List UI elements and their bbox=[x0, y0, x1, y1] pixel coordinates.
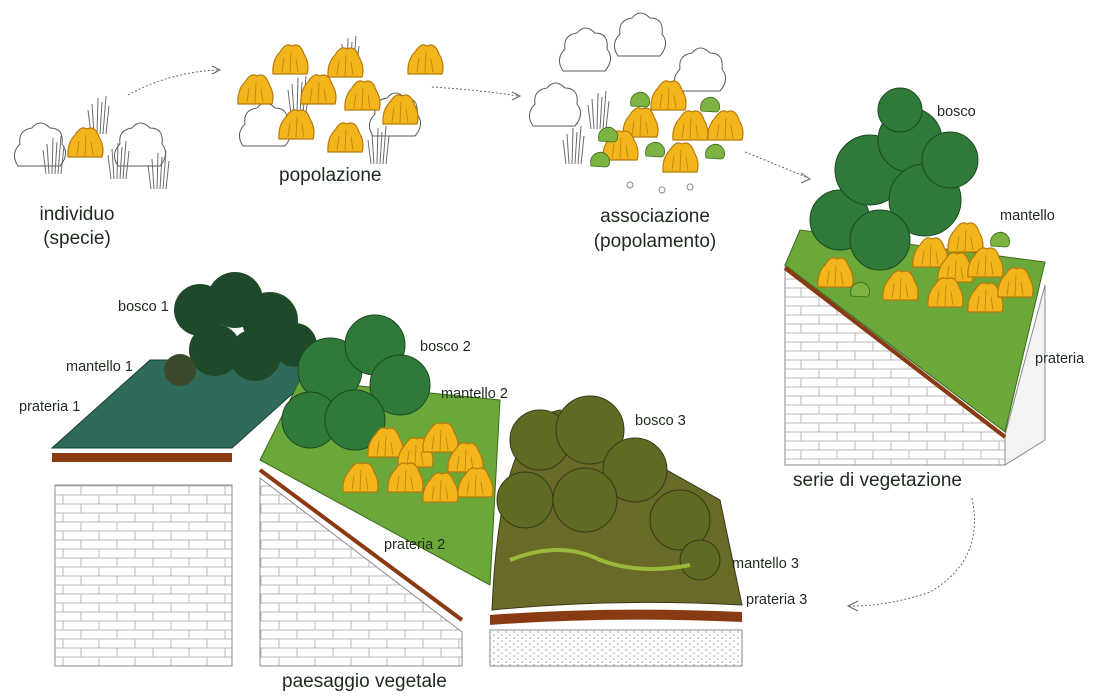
label-popolazione: popolazione bbox=[279, 165, 381, 187]
landscape-block-3 bbox=[490, 396, 742, 666]
label-prateria-1: prateria 1 bbox=[19, 399, 80, 415]
arrow-4 bbox=[850, 498, 974, 606]
label-prateria: prateria bbox=[1035, 351, 1084, 367]
label-specie: (specie) bbox=[22, 228, 132, 250]
arrow-3 bbox=[745, 152, 808, 178]
label-mantello-3: mantello 3 bbox=[732, 556, 799, 572]
label-prateria-3: prateria 3 bbox=[746, 592, 807, 608]
label-individuo: individuo bbox=[22, 204, 132, 226]
label-bosco-2: bosco 2 bbox=[420, 339, 471, 355]
label-mantello: mantello bbox=[1000, 208, 1055, 224]
label-prateria-2: prateria 2 bbox=[384, 537, 445, 553]
vegetation-series-block bbox=[785, 88, 1045, 465]
label-paesaggio-vegetale: paesaggio vegetale bbox=[282, 671, 447, 693]
label-bosco: bosco bbox=[937, 104, 976, 120]
association-illustration bbox=[529, 13, 743, 193]
label-mantello-1: mantello 1 bbox=[66, 359, 133, 375]
population-illustration bbox=[238, 36, 443, 164]
label-associazione: associazione bbox=[575, 206, 735, 228]
label-popolamento: (popolamento) bbox=[575, 231, 735, 253]
arrow-1 bbox=[128, 70, 218, 95]
individual-illustration bbox=[14, 96, 169, 189]
arrow-2 bbox=[432, 87, 518, 96]
label-bosco-1: bosco 1 bbox=[118, 299, 169, 315]
label-mantello-2: mantello 2 bbox=[441, 386, 508, 402]
label-bosco-3: bosco 3 bbox=[635, 413, 686, 429]
label-serie-di-vegetazione: serie di vegetazione bbox=[793, 470, 962, 492]
